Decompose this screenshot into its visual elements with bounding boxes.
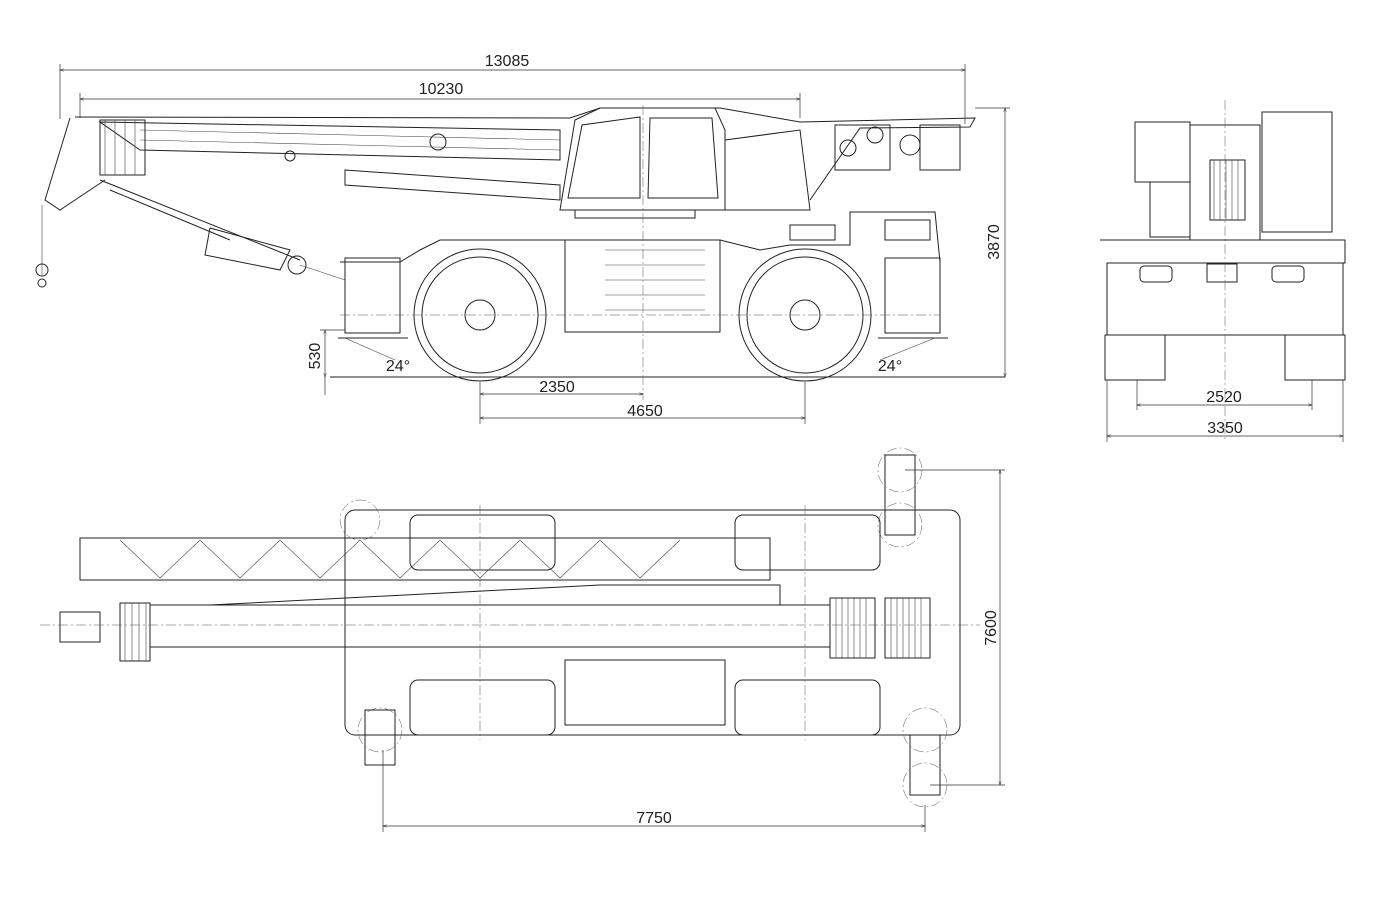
- chassis: [330, 211, 1005, 378]
- dim-outrigger-span: 7600: [983, 610, 1000, 646]
- dim-outrigger-length: 7750: [636, 810, 672, 827]
- dim-approach-angle: 24°: [386, 358, 410, 375]
- cab: [559, 107, 961, 219]
- dim-departure-angle: 24°: [878, 358, 902, 375]
- front-view: 2520 3350: [1100, 100, 1346, 442]
- dim-width: 3350: [1207, 420, 1243, 437]
- dim-wheelbase: 4650: [627, 403, 663, 420]
- dim-boom-length: 10230: [419, 81, 464, 98]
- dim-ground-clearance: 530: [307, 343, 324, 370]
- side-view: 13085 10230 3870 530 24° 24° 2350 4650: [35, 53, 1010, 424]
- dim-track: 2520: [1206, 389, 1242, 406]
- boom: [35, 107, 976, 288]
- dim-height: 3870: [986, 224, 1003, 260]
- dim-half-wheelbase: 2350: [539, 379, 575, 396]
- top-view: 7600 7750: [40, 447, 1005, 832]
- dim-overall-length: 13085: [485, 53, 530, 70]
